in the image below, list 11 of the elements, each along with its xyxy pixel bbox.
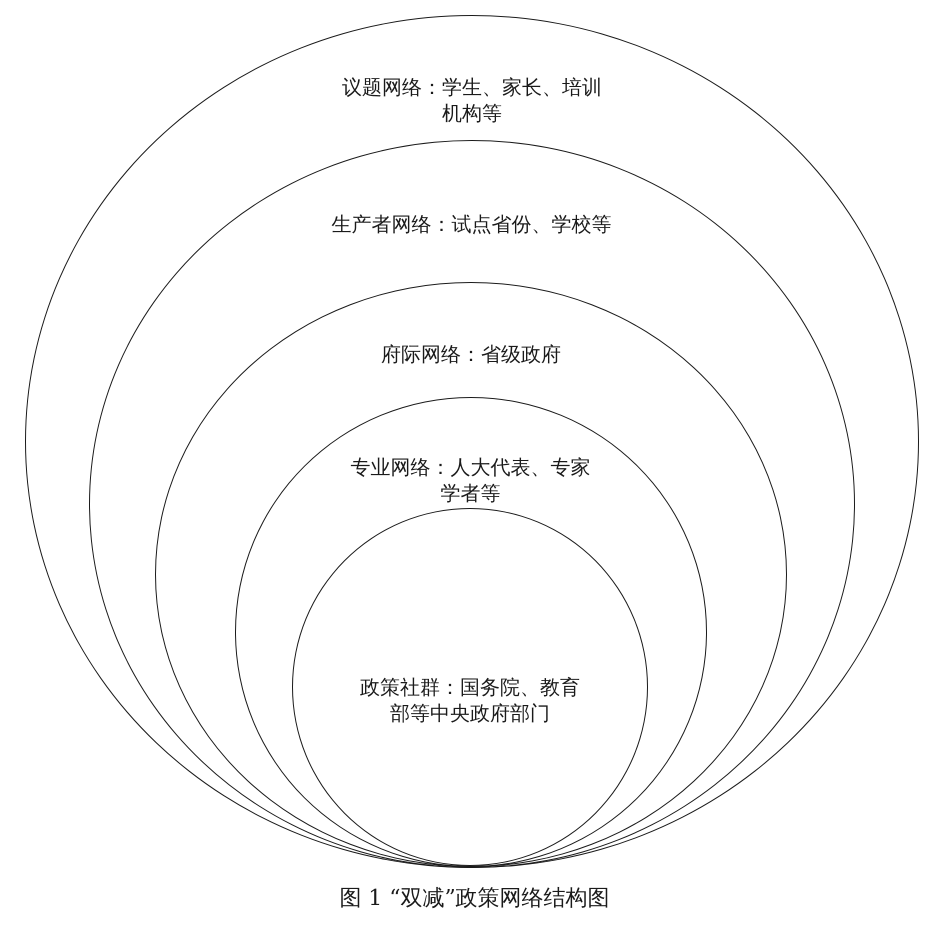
network-label: 生产者网络：试点省份、学校等 xyxy=(332,211,612,237)
network-label: 专业网络：人大代表、专家学者等 xyxy=(350,454,592,506)
nested-circle xyxy=(155,282,787,867)
network-label: 政策社群：国务院、教育部等中央政府部门 xyxy=(359,674,581,726)
nested-circle xyxy=(234,396,706,866)
network-label: 议题网络：学生、家长、培训机构等 xyxy=(341,74,603,126)
nested-circle xyxy=(25,15,919,868)
nested-circle xyxy=(292,508,648,866)
figure-caption: 图 1 “双减”政策网络结构图 xyxy=(339,885,610,913)
network-label: 府际网络：省级政府 xyxy=(381,340,561,366)
nested-circle xyxy=(88,140,854,868)
